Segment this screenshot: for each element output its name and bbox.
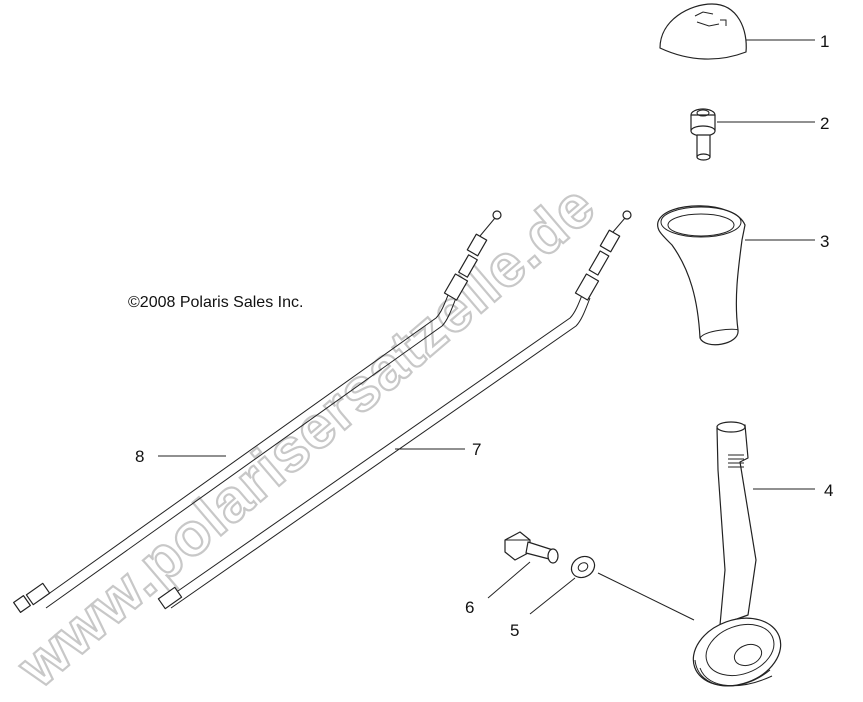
leader-5 — [529, 577, 576, 615]
shift-cable-7-part — [157, 210, 632, 610]
callout-7: 7 — [472, 440, 481, 459]
callout-1: 1 — [820, 32, 829, 51]
leader-6 — [487, 561, 531, 599]
copyright-text: ©2008 Polaris Sales Inc. — [128, 294, 303, 311]
shift-cable-8-part — [13, 210, 502, 613]
callout-5: 5 — [510, 621, 519, 640]
shift-knob-part — [659, 3, 747, 60]
leader-5-lever — [597, 572, 695, 621]
callout-6: 6 — [465, 598, 474, 617]
shift-lever-part — [692, 421, 782, 687]
callout-3: 3 — [820, 232, 829, 251]
shift-boot-part — [657, 205, 746, 346]
callout-2: 2 — [820, 114, 829, 133]
washer-part — [570, 555, 596, 579]
pivot-bolt-part — [504, 531, 559, 564]
callout-8: 8 — [135, 447, 144, 466]
knob-bolt-part — [690, 108, 716, 161]
callout-4: 4 — [824, 481, 833, 500]
